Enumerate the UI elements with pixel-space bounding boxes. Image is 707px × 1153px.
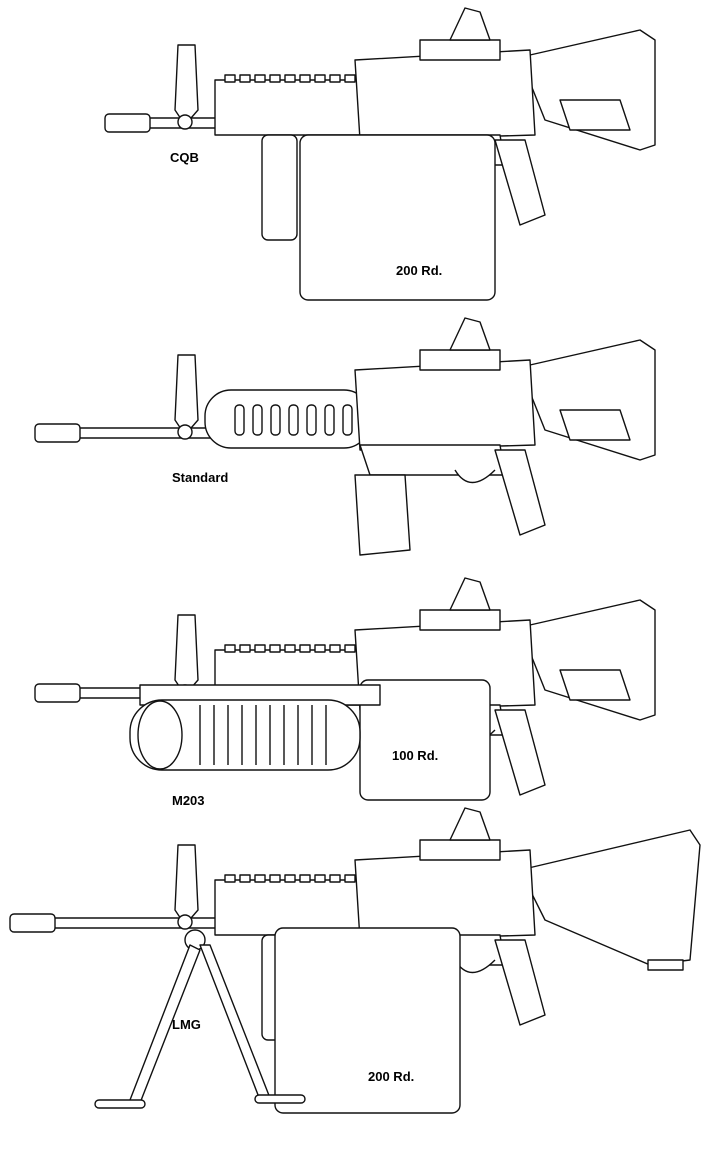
rail-slot — [269, 874, 281, 883]
carry-rail — [419, 349, 501, 371]
rail-slot — [329, 644, 341, 653]
rail-slot — [299, 874, 311, 883]
front-sight — [174, 354, 199, 436]
handguard-vent — [252, 404, 263, 436]
trigger-guard — [454, 469, 496, 484]
lmg-rifle — [9, 807, 701, 1114]
trigger-guard — [454, 959, 496, 974]
upper-receiver — [354, 849, 536, 941]
rail-slot — [299, 644, 311, 653]
rail-slot — [344, 644, 356, 653]
collapsible-stock — [524, 339, 656, 461]
rear-sight — [449, 577, 491, 611]
label-cqb: CQB — [170, 150, 199, 165]
stock-latch — [559, 669, 631, 701]
label-cqb-capacity: 200 Rd. — [396, 263, 443, 278]
rail-slot — [284, 644, 296, 653]
sight-ring — [177, 114, 193, 130]
flash-hider — [34, 683, 81, 703]
handguard-vent — [342, 404, 353, 436]
rail-slot — [314, 874, 326, 883]
rail-slot — [344, 874, 356, 883]
handguard-vent — [324, 404, 335, 436]
handguard-vent — [306, 404, 317, 436]
stock-latch — [559, 99, 631, 131]
rear-sight — [449, 317, 491, 351]
rail-slot — [344, 74, 356, 83]
sight-ring — [177, 424, 193, 440]
rail-slot — [269, 644, 281, 653]
rail-slot — [239, 874, 251, 883]
launcher-muzzle — [137, 700, 183, 770]
handguard-vent — [234, 404, 245, 436]
rail-slot — [284, 74, 296, 83]
stock-latch — [559, 409, 631, 441]
front-sight — [174, 44, 199, 126]
sight-ring — [177, 914, 193, 930]
rail-slot — [284, 874, 296, 883]
pistol-grip — [494, 449, 546, 536]
butt-plate — [647, 959, 684, 971]
handguard-vent — [288, 404, 299, 436]
carry-rail — [419, 609, 501, 631]
rail-slot — [254, 74, 266, 83]
flash-hider — [104, 113, 151, 133]
bipod-foot-right — [254, 1094, 306, 1104]
rail-slot — [224, 644, 236, 653]
carry-rail — [419, 39, 501, 61]
rail-slot — [239, 74, 251, 83]
rail-slot — [329, 874, 341, 883]
upper-receiver — [354, 49, 536, 141]
bipod-foot-left — [94, 1099, 146, 1109]
upper-receiver — [354, 359, 536, 451]
bipod-leg-right — [199, 944, 271, 1101]
standard-rifle — [34, 317, 656, 556]
pistol-grip — [494, 709, 546, 796]
rail-slot — [224, 74, 236, 83]
m203-rifle — [34, 577, 656, 801]
ammo-box — [274, 927, 461, 1114]
label-standard: Standard — [172, 470, 229, 485]
magazine — [354, 474, 411, 556]
label-m203: M203 — [172, 793, 205, 808]
rear-sight — [449, 7, 491, 41]
collapsible-stock — [524, 29, 656, 151]
front-sight — [174, 614, 199, 696]
front-sight — [174, 844, 199, 926]
pistol-grip — [494, 139, 546, 226]
rail-slot — [254, 874, 266, 883]
rail-slot — [299, 74, 311, 83]
label-m203-capacity: 100 Rd. — [392, 748, 439, 763]
label-lmg: LMG — [172, 1017, 201, 1032]
vertical-grip — [261, 134, 298, 241]
label-lmg-capacity: 200 Rd. — [368, 1069, 415, 1084]
carry-rail — [419, 839, 501, 861]
collapsible-stock — [524, 599, 656, 721]
ammo-box — [299, 134, 496, 301]
grenade-launcher — [129, 699, 361, 771]
flash-hider — [9, 913, 56, 933]
rail-handguard — [214, 79, 366, 136]
fixed-stock — [519, 829, 701, 966]
cqb-rifle — [104, 7, 656, 301]
pistol-grip — [494, 939, 546, 1026]
rail-slot — [329, 74, 341, 83]
rail-slot — [239, 644, 251, 653]
rail-slot — [224, 874, 236, 883]
rail-slot — [314, 644, 326, 653]
rail-slot — [314, 74, 326, 83]
rail-slot — [269, 74, 281, 83]
handguard-vent — [270, 404, 281, 436]
rail-handguard — [214, 879, 366, 936]
rail-slot — [254, 644, 266, 653]
rear-sight — [449, 807, 491, 841]
flash-hider — [34, 423, 81, 443]
